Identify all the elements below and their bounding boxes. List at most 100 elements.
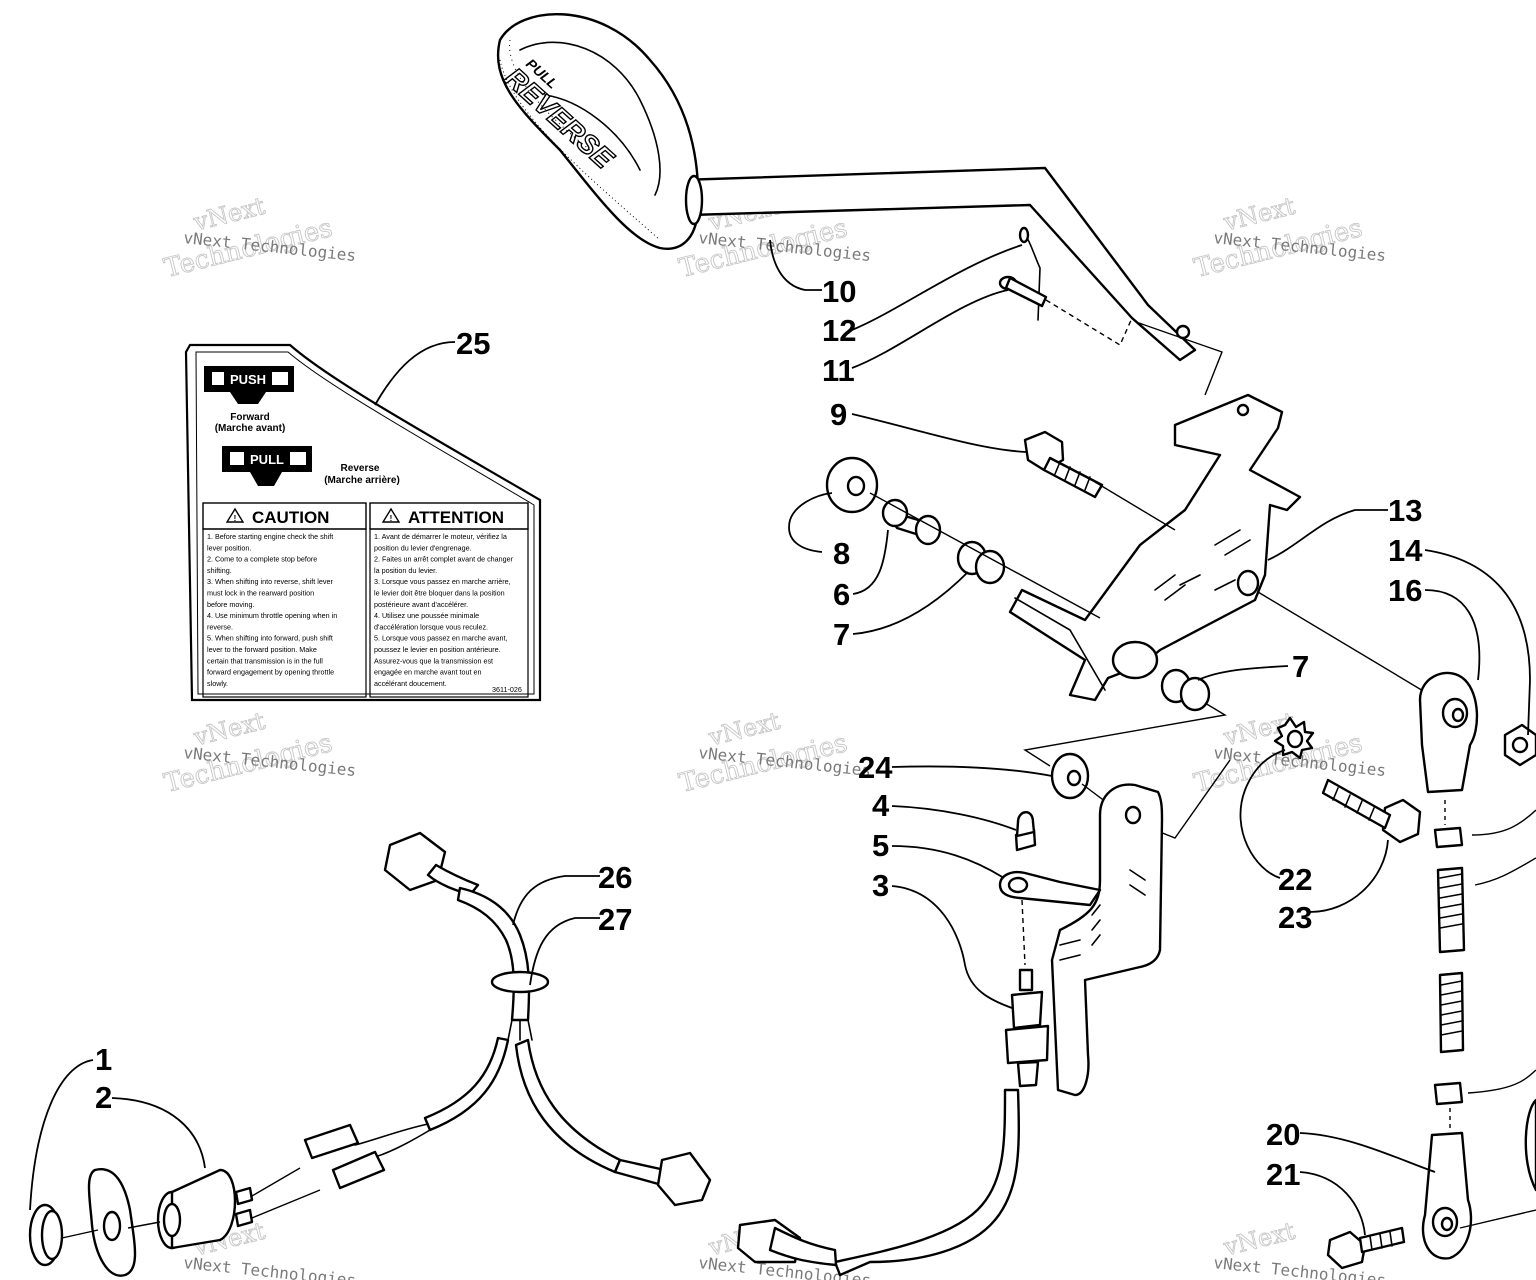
pull-badge: PULL xyxy=(222,446,312,486)
callout-8: 8 xyxy=(833,536,850,571)
decal-text-line: forward engagement by opening throttle xyxy=(207,668,334,677)
switch-bracket-5 xyxy=(998,871,1102,907)
decal-text-line: lever position. xyxy=(207,543,251,552)
decal-text-line: 1. Avant de démarrer le moteur, vérifiez… xyxy=(374,532,507,541)
washer-24 xyxy=(1050,752,1090,800)
right-edge-parts xyxy=(1467,809,1536,1192)
callout-11: 11 xyxy=(822,353,855,388)
decal-text-line: le levier doit être bloquer dans la posi… xyxy=(374,589,505,598)
callout-numbers: 1 2 3 4 5 6 7 7 8 9 10 11 12 13 14 16 20… xyxy=(95,274,1423,1192)
callout-16: 16 xyxy=(1388,573,1422,608)
callout-24: 24 xyxy=(858,750,893,785)
forward-label: Forward xyxy=(230,412,269,423)
decal-text-line: 3. Lorsque vous passez en marche arrière… xyxy=(374,577,511,586)
cotter-pin xyxy=(1021,229,1041,321)
callout-10: 10 xyxy=(822,274,856,309)
callout-3: 3 xyxy=(872,868,889,903)
decal-text-line: reverse. xyxy=(207,622,233,631)
reverse-switch-cable xyxy=(736,968,1050,1277)
decal-text-line: Assurez-vous que la transmission est xyxy=(374,656,493,665)
wiring-harness xyxy=(303,831,712,1207)
callout-13: 13 xyxy=(1388,493,1422,528)
cotter-pin-loop xyxy=(1018,226,1030,244)
push-label: PUSH xyxy=(230,372,266,387)
decal-text-line: position du levier d'engrenage. xyxy=(374,543,472,552)
bushing-7a xyxy=(956,540,1006,585)
decal-text-line: 5. Lorsque vous passez en marche avant, xyxy=(374,634,507,643)
decal-text-line: accélérant doucement. xyxy=(374,679,447,688)
callout-4: 4 xyxy=(872,788,890,823)
decal-text-line: 3. When shifting into reverse, shift lev… xyxy=(207,577,333,586)
reverse-fr-label: (Marche arrière) xyxy=(324,475,400,486)
decal-text-line: la position du levier. xyxy=(374,566,437,575)
callout-22: 22 xyxy=(1278,862,1312,897)
decal-text-line: before moving. xyxy=(207,600,255,609)
decal-25: PUSH Forward (Marche avant) PULL Reverse… xyxy=(184,343,542,702)
rod-end-bottom xyxy=(1421,1131,1473,1260)
decal-text-line: certain that transmission is in the full xyxy=(207,656,323,665)
arm-hole-lower xyxy=(1111,640,1159,680)
jam-nut-bottom xyxy=(1433,1081,1464,1106)
bolt-23 xyxy=(1321,778,1422,844)
clevis-pin xyxy=(998,275,1048,308)
callout-25: 25 xyxy=(456,326,490,361)
jam-nut-top xyxy=(1433,826,1464,849)
svg-text:!: ! xyxy=(390,514,393,523)
caution-title: CAUTION xyxy=(252,508,329,527)
decal-text-line: slowly. xyxy=(207,679,228,688)
bolt-21 xyxy=(1326,1226,1406,1270)
callout-20: 20 xyxy=(1266,1117,1300,1152)
svg-text:!: ! xyxy=(234,514,237,523)
push-badge: PUSH xyxy=(204,366,294,404)
bolt-9 xyxy=(1023,430,1104,499)
decal-text-line: lever to the forward position. Make xyxy=(207,645,317,654)
callout-1: 1 xyxy=(95,1042,112,1077)
callout-7b: 7 xyxy=(1292,649,1309,684)
cable-tie xyxy=(490,970,550,994)
decal-text-line: postérieure avant d'accélérer. xyxy=(374,600,468,609)
callout-5: 5 xyxy=(872,828,889,863)
forward-fr-label: (Marche avant) xyxy=(215,423,286,434)
callout-7a: 7 xyxy=(833,617,850,652)
decal-text-line: poussez le levier en position antérieure… xyxy=(374,645,501,654)
decal-text-line: shifting. xyxy=(207,566,232,575)
caution-text: 1. Before starting engine check the shif… xyxy=(207,532,337,688)
shift-arm-bracket xyxy=(1008,393,1302,702)
axis-line-bolt xyxy=(1094,481,1176,531)
decal-text-line: must lock in the rearward position xyxy=(207,589,314,598)
switch-2 xyxy=(156,1168,254,1250)
callout-27: 27 xyxy=(598,902,632,937)
attention-text: 1. Avant de démarrer le moteur, vérifiez… xyxy=(374,532,514,688)
decal-text-line: 2. Faites un arrêt complet avant de chan… xyxy=(374,555,514,564)
nut-4 xyxy=(1014,811,1037,852)
decal-text-line: d'accélération lorsque vous reculez. xyxy=(374,622,488,631)
watermark-small: vNext Technologies xyxy=(183,1253,357,1280)
pull-label: PULL xyxy=(250,452,284,467)
bushing-6 xyxy=(881,498,942,546)
callout-6: 6 xyxy=(833,577,850,612)
decal-text-line: 2. Come to a complete stop before xyxy=(207,555,317,564)
leader-lines xyxy=(29,239,1531,1236)
callout-26: 26 xyxy=(598,860,632,895)
reverse-handle: PULL REVERSE xyxy=(496,12,704,250)
callout-21: 21 xyxy=(1266,1157,1300,1192)
decal-code: 3611-026 xyxy=(492,685,522,694)
axis-line-lower xyxy=(1023,702,1227,767)
gasket xyxy=(87,1168,137,1277)
decal-text-line: 1. Before starting engine check the shif… xyxy=(207,532,333,541)
bezel-nut-1 xyxy=(28,1203,64,1267)
callout-23: 23 xyxy=(1278,900,1312,935)
decal-text-line: 4. Utilisez une poussée minimale xyxy=(374,611,479,620)
nut-14 xyxy=(1503,723,1536,767)
mount-plate xyxy=(1050,783,1164,1097)
callout-14: 14 xyxy=(1388,533,1423,568)
arm-hole-upper xyxy=(1236,569,1260,597)
threaded-rod xyxy=(1436,866,1466,1054)
shift-lever-rod xyxy=(678,166,1197,362)
callout-2: 2 xyxy=(95,1080,112,1115)
bushing-7b xyxy=(1160,668,1211,712)
callout-9: 9 xyxy=(830,397,847,432)
washer-8 xyxy=(825,456,879,514)
watermarks: vNext Technologies vNext Technologies vN… xyxy=(161,191,1387,1280)
